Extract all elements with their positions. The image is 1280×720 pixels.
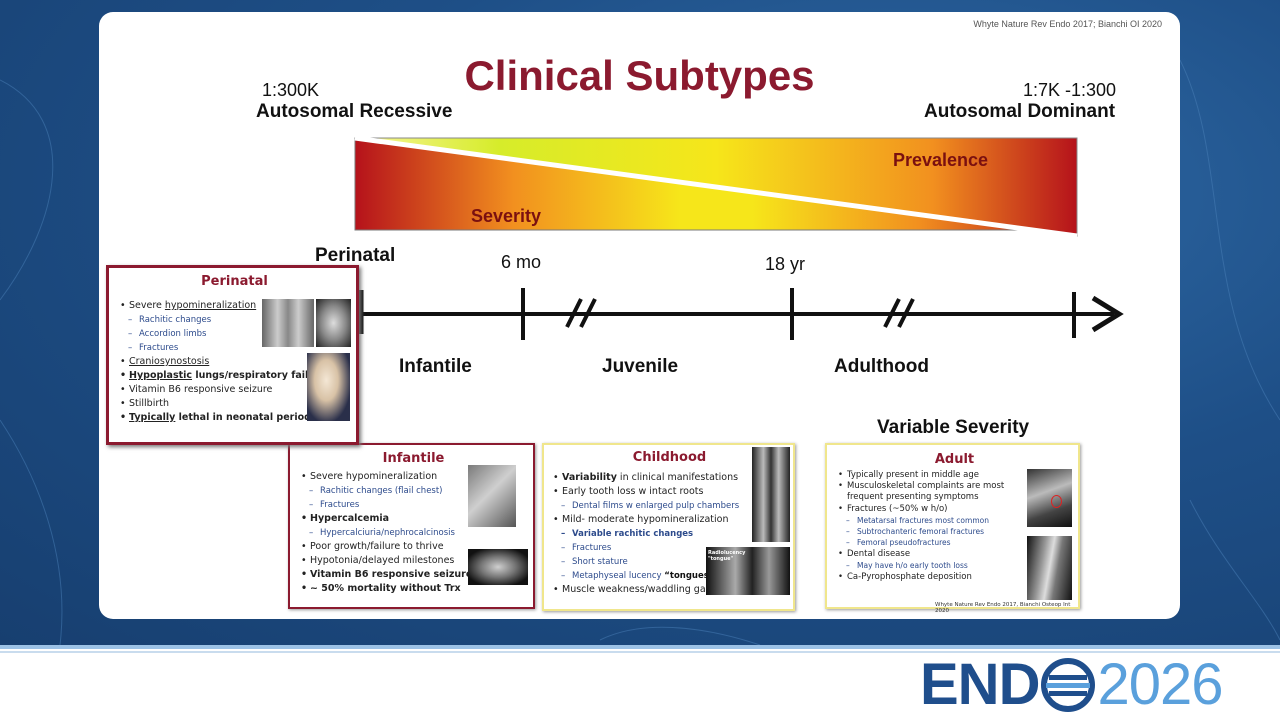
recessive-ratio: 1:300K [262,80,320,100]
list-item: Hypotonia/delayed milestones [300,554,527,568]
fracture-circle-marker [1051,495,1062,508]
perinatal-list: Severe hypomineralization Rachitic chang… [119,299,350,425]
adult-box-title: Adult [934,452,975,467]
list-subitem: Femoral pseudofractures [837,537,1022,548]
perinatal-box: Perinatal Severe hypomineralization Rach… [106,265,359,445]
infantile-hand-xray-image [468,465,516,527]
recessive-label: Autosomal Recessive [256,101,453,122]
list-subitem: Metaphyseal lucency “tongues” [552,569,787,583]
list-item: Muscle weakness/waddling gait [552,583,787,597]
marker-18yr: 18 yr [765,254,806,274]
marker-6mo: 6 mo [501,252,542,272]
list-item: Vitamin B6 responsive seizure [119,383,350,397]
list-subitem: Fractures [300,498,527,512]
perinatal-chest-xray-image [262,299,314,347]
list-subitem: Subtrochanteric femoral fractures [837,526,1022,537]
footer-rule [0,645,1280,649]
list-subitem: May have h/o early tooth loss [837,560,1022,571]
list-item: Ca-Pyrophosphate deposition [837,571,1022,583]
perinatal-infant-photo [307,353,350,421]
footer-rule-thin [0,651,1280,653]
childhood-box: Childhood Variability in clinical manife… [542,443,795,611]
list-item: Hypoplastic lungs/respiratory failure [119,369,350,383]
list-subitem: Variable rachitic changes [552,527,787,541]
list-item: Poor growth/failure to thrive [300,540,527,554]
list-subitem: Short stature [552,555,787,569]
top-citation: Whyte Nature Rev Endo 2017; Bianchi OI 2… [973,19,1162,29]
slide-title: Clinical Subtypes [464,52,815,99]
list-subitem: Rachitic changes [119,313,350,327]
list-item: Typically lethal in neonatal period [119,411,350,425]
wedge-divider [354,135,1078,239]
list-subitem: Dental films w enlarged pulp chambers [552,499,787,513]
dominant-label: Autosomal Dominant [924,101,1116,122]
list-subitem: Metatarsal fractures most common [837,515,1022,526]
list-item: Severe hypomineralization [119,299,350,313]
list-subitem: Accordion limbs [119,327,350,341]
list-item: Fractures (~50% w h/o) [837,503,1022,515]
endo-2026-logo: END 2026 [920,652,1224,717]
childhood-list: Variability in clinical manifestations E… [552,471,787,597]
severity-label: Severity [471,206,541,226]
list-subitem: Rachitic changes (flail chest) [300,484,527,498]
list-item: Severe hypomineralization [300,470,527,484]
adult-box-citation: Whyte Nature Rev Endo 2017, Bianchi Oste… [935,602,1071,614]
list-item: Mild- moderate hypomineralization [552,513,787,527]
infantile-box: Infantile Severe hypomineralization Rach… [288,443,535,609]
list-item: Vitamin B6 responsive seizure [300,568,527,582]
stage-infantile: Infantile [399,356,472,377]
infantile-list: Severe hypomineralization Rachitic chang… [300,470,527,596]
list-item: Musculoskeletal complaints are most freq… [837,481,1022,503]
prevalence-label: Prevalence [893,150,988,170]
list-item: Typically present in middle age [837,469,1022,481]
adult-list: Typically present in middle age Musculos… [837,469,1022,583]
childhood-legs-xray-image [752,447,790,542]
list-subitem: Fractures [119,341,350,355]
infantile-skeleton-xray-image [468,549,528,585]
variable-severity-label: Variable Severity [877,417,1030,438]
globe-icon [1041,658,1096,712]
list-item: Hypercalcemia [300,512,527,526]
dominant-ratio: 1:7K -1:300 [1023,80,1117,100]
logo-text-year: 2026 [1097,652,1223,717]
list-item: Variability in clinical manifestations [552,471,787,485]
childhood-box-title: Childhood [632,450,707,465]
stage-juvenile: Juvenile [602,356,679,377]
list-subitem: Fractures [552,541,787,555]
logo-text-end: END [920,652,1040,717]
list-item: Dental disease [837,548,1022,560]
break-mark-1 [565,298,597,328]
timeline-arrowhead [1091,295,1124,333]
perinatal-limb-xray-image [316,299,351,347]
list-subitem: Hypercalciuria/nephrocalcinosis [300,526,527,540]
radiolucency-annotation: Radiolucency "tongue" [708,550,746,562]
break-mark-2 [883,298,915,328]
severity-prevalence-gradient: Severity Prevalence [354,135,1078,239]
adult-box: Adult Typically present in middle age Mu… [825,443,1080,614]
adult-femur-xray-image [1027,536,1072,600]
infantile-box-title: Infantile [382,451,445,466]
list-item: Early tooth loss w intact roots [552,485,787,499]
perinatal-box-title: Perinatal [201,274,268,289]
stage-adulthood: Adulthood [834,356,929,377]
adult-foot-xray-image [1027,469,1072,527]
list-item: Stillbirth [119,397,350,411]
marker-perinatal: Perinatal [315,245,396,266]
slide: Whyte Nature Rev Endo 2017; Bianchi OI 2… [99,12,1180,619]
timeline-axis [358,288,1124,340]
background-pattern [0,59,1280,645]
list-item: Craniosynostosis [119,355,350,369]
list-item: ~ 50% mortality without Trx [300,582,527,596]
childhood-metaphysis-xray-image: Radiolucency "tongue" [706,547,790,595]
